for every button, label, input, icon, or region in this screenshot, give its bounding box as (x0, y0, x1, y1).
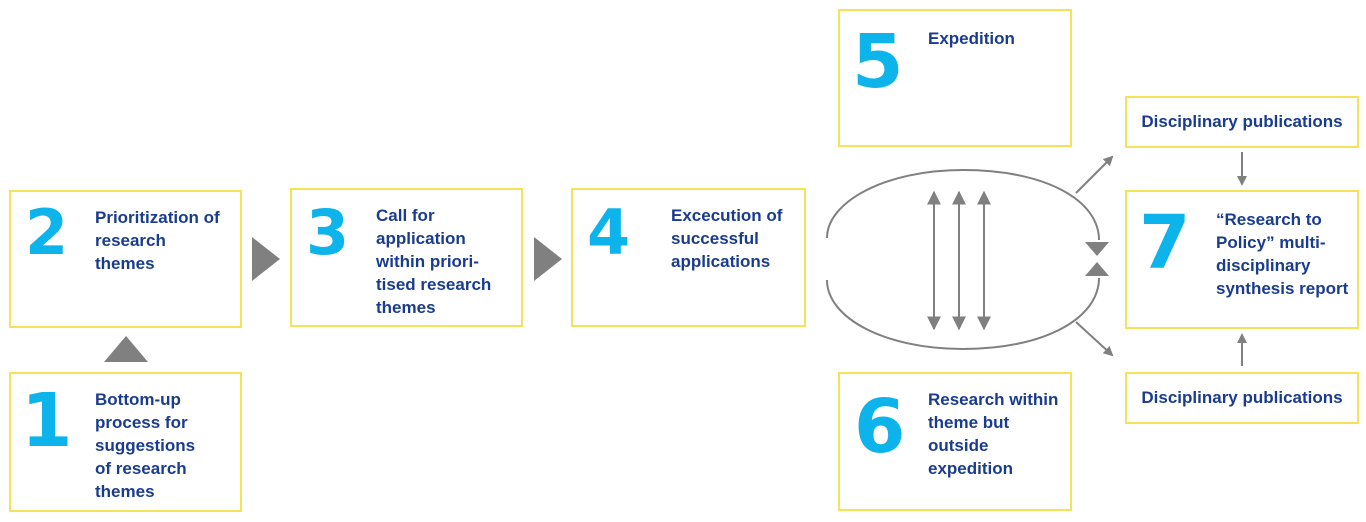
step-1-box: 1 Bottom-up process for suggestions of r… (9, 372, 242, 512)
arrow-to-publications-bottom (1075, 321, 1114, 357)
loop-top-arc (826, 168, 1100, 241)
step-7-number: 7 (1139, 200, 1191, 286)
step-3-text: Call for application within priori- tise… (376, 206, 492, 317)
step-5-box: 5 Expedition (838, 9, 1072, 147)
step-4-number: 4 (587, 196, 631, 269)
step-6-number: 6 (854, 384, 906, 470)
step-5-number: 5 (852, 19, 904, 105)
step-1-text: Bottom-up process for suggestions of res… (95, 390, 196, 501)
publications-bottom-box: Disciplinary publications (1125, 372, 1359, 424)
loop-arrow-down (1085, 242, 1109, 256)
step-4-box: 4 Excecution of successful applications (571, 188, 806, 327)
step-3-box: 3 Call for application within priori- ti… (290, 188, 523, 327)
loop-bottom-arc (826, 277, 1100, 351)
step-7-text: “Research to Policy” multi- disciplinary… (1216, 210, 1349, 298)
arrow-3-to-4 (534, 237, 562, 281)
arrow-to-publications-top (1075, 155, 1114, 194)
step-2-box: 2 Prioritization of research themes (9, 190, 242, 328)
step-1-number: 1 (21, 378, 73, 464)
step-3-number: 3 (306, 196, 350, 269)
loop-arrow-up (1085, 262, 1109, 276)
step-2-text: Prioritization of research themes (95, 208, 220, 273)
publications-top-label: Disciplinary publications (1141, 112, 1343, 131)
arrow-1-to-2 (104, 336, 148, 362)
arrow-2-to-3 (252, 237, 280, 281)
publications-top-box: Disciplinary publications (1125, 96, 1359, 148)
step-7-box: 7 “Research to Policy” multi- disciplina… (1125, 190, 1359, 329)
step-6-text: Research within theme but outside expedi… (928, 390, 1059, 478)
step-6-box: 6 Research within theme but outside expe… (838, 372, 1072, 511)
step-5-text: Expedition (928, 29, 1015, 48)
step-2-number: 2 (25, 196, 69, 269)
step-4-text: Excecution of successful applications (671, 206, 783, 271)
publications-bottom-label: Disciplinary publications (1141, 388, 1343, 407)
